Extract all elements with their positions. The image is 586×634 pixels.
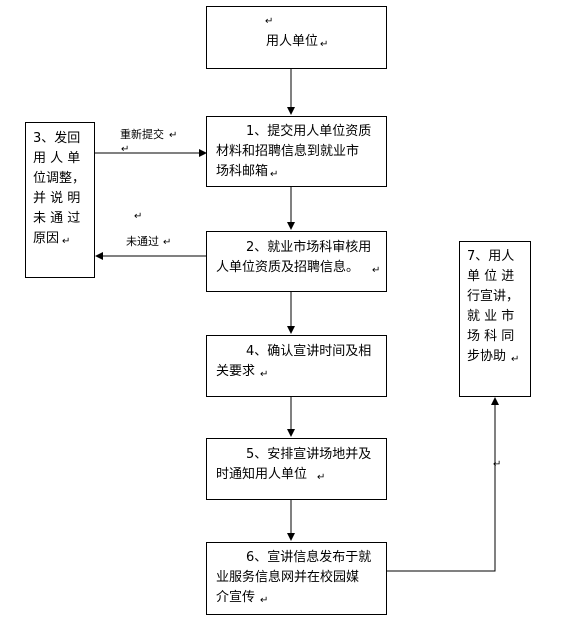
- employer-label: 用人单位: [266, 34, 319, 49]
- employer-box: [206, 6, 387, 69]
- step2-box: [206, 231, 387, 292]
- step4-line2: 关要求: [216, 364, 256, 379]
- step3-line1: 3、发回: [33, 131, 81, 146]
- step3-line6: 原因: [33, 231, 60, 246]
- step7-line2: 单 位 进: [467, 269, 515, 284]
- paragraph-mark: ↵: [317, 472, 326, 483]
- step6-line2: 业服务信息网并在校园媒: [216, 570, 360, 585]
- step4-line1: 4、确认宣讲时间及相: [246, 344, 372, 359]
- step7-line3: 行宣讲，: [467, 289, 520, 304]
- paragraph-mark: ↵: [121, 144, 130, 155]
- step1-line3: 场科邮箱: [216, 164, 269, 179]
- step3-line3: 位调整，: [33, 171, 86, 186]
- step7-line6: 步协助: [467, 349, 507, 364]
- step1-line1: 1、提交用人单位资质: [246, 124, 372, 139]
- step5-box: [206, 438, 387, 500]
- step6-line3: 介宣传: [216, 590, 256, 605]
- step7-line1: 7、用人: [467, 249, 515, 264]
- paragraph-mark: ↵: [511, 354, 520, 365]
- step3-line2: 用 人 单: [33, 151, 81, 166]
- paragraph-mark: ↵: [493, 459, 502, 470]
- step6-box: [206, 542, 387, 615]
- step1-box: [206, 116, 387, 187]
- step5-line2: 时通知用人单位: [216, 467, 308, 482]
- step3-line5: 未 通 过: [33, 211, 81, 226]
- paragraph-mark: ↵: [260, 369, 269, 380]
- step7-line4: 就 业 市: [467, 309, 515, 324]
- step4-box: [206, 335, 387, 397]
- step6-line1: 6、宣讲信息发布于就: [246, 550, 372, 565]
- paragraph-mark: ↵: [169, 130, 178, 141]
- not-passed-label: 未通过: [126, 235, 159, 248]
- step7-box: [459, 241, 531, 397]
- step5-line1: 5、安排宣讲场地并及: [246, 447, 372, 462]
- step3-box: [25, 122, 95, 278]
- step3-line4: 并 说 明: [33, 191, 81, 206]
- resubmit-label: 重新提交: [120, 128, 164, 141]
- paragraph-mark: ↵: [163, 237, 172, 248]
- step7-line5: 场 科 同: [467, 329, 515, 344]
- step2-line1: 2、就业市场科审核用: [246, 240, 372, 255]
- paragraph-mark: ↵: [260, 595, 269, 606]
- paragraph-mark: ↵: [265, 16, 274, 27]
- paragraph-mark: ↵: [270, 169, 279, 180]
- step2-line2: 人单位资质及招聘信息。: [216, 260, 360, 275]
- step1-line2: 材料和招聘信息到就业市: [216, 144, 360, 159]
- paragraph-mark: ↵: [62, 236, 71, 247]
- paragraph-mark: ↵: [134, 211, 143, 222]
- paragraph-mark: ↵: [320, 39, 329, 50]
- arrow-step6-to-step7: [387, 397, 499, 572]
- paragraph-mark: ↵: [372, 265, 381, 276]
